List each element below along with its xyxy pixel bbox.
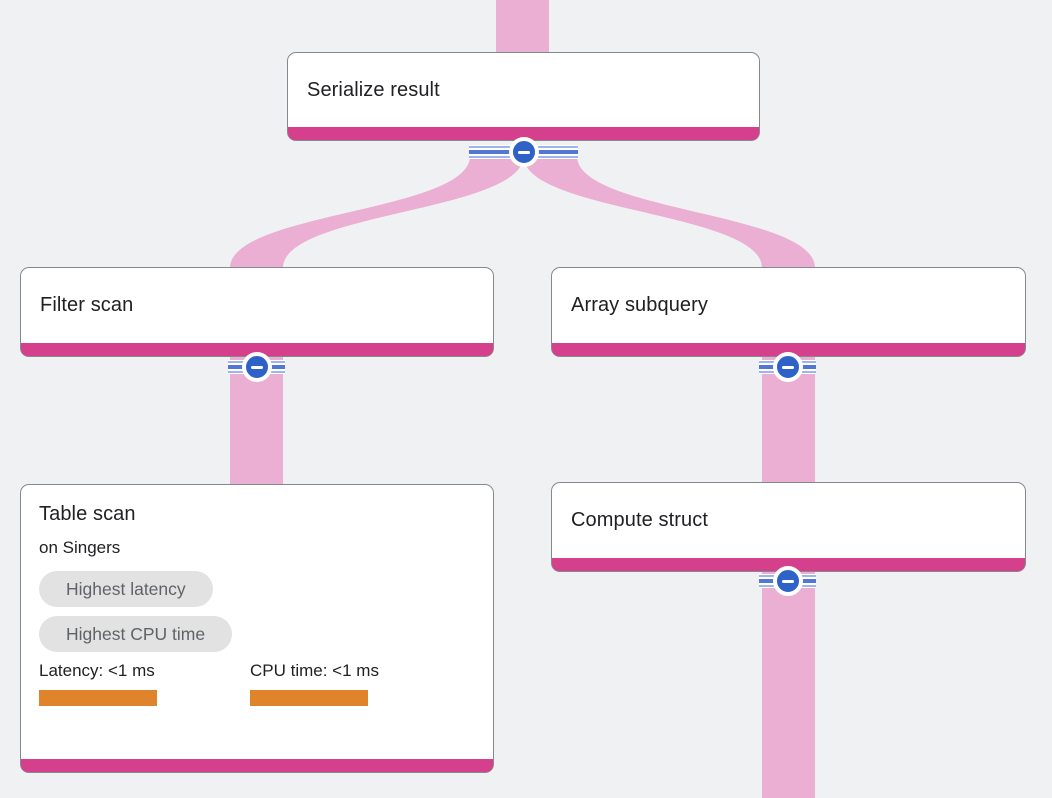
node-accent-bar bbox=[552, 558, 1025, 571]
minus-icon bbox=[250, 365, 263, 369]
node-serialize-result[interactable]: Serialize result bbox=[287, 52, 760, 141]
node-title: Table scan bbox=[39, 503, 136, 525]
collapse-button-serialize[interactable] bbox=[508, 137, 539, 167]
node-array-subquery[interactable]: Array subquery bbox=[551, 267, 1026, 357]
node-title: Filter scan bbox=[40, 294, 134, 316]
collapse-handle-serialize bbox=[469, 137, 578, 167]
collapse-button-compute[interactable] bbox=[772, 566, 803, 596]
edge-compute-outgoing bbox=[762, 572, 815, 798]
collapse-handle-array bbox=[759, 352, 816, 382]
latency-metric-bar bbox=[39, 690, 157, 706]
node-accent-bar bbox=[288, 127, 759, 140]
collapse-button-filter[interactable] bbox=[241, 352, 272, 382]
node-accent-bar bbox=[21, 343, 493, 356]
node-accent-bar bbox=[21, 759, 493, 772]
minus-icon bbox=[517, 150, 530, 154]
minus-icon bbox=[781, 365, 794, 369]
node-subtitle: on Singers bbox=[39, 538, 121, 557]
cpu-time-metric-bar bbox=[250, 690, 368, 706]
cpu-time-metric-label: CPU time: <1 ms bbox=[250, 661, 379, 680]
badge-highest-cpu-time: Highest CPU time bbox=[39, 616, 233, 652]
edge-incoming-top bbox=[496, 0, 549, 53]
latency-metric-label: Latency: <1 ms bbox=[39, 661, 155, 680]
collapse-button-array[interactable] bbox=[772, 352, 803, 382]
collapse-handle-compute bbox=[759, 566, 816, 596]
node-accent-bar bbox=[552, 343, 1025, 356]
node-title: Compute struct bbox=[571, 509, 709, 531]
edge-serialize-to-array bbox=[523, 156, 815, 268]
collapse-handle-filter bbox=[228, 352, 285, 382]
minus-icon bbox=[781, 579, 794, 583]
edge-serialize-to-filter bbox=[230, 156, 524, 268]
node-table-scan[interactable]: Table scan on Singers Highest latency Hi… bbox=[20, 484, 494, 773]
node-filter-scan[interactable]: Filter scan bbox=[20, 267, 494, 357]
node-compute-struct[interactable]: Compute struct bbox=[551, 482, 1026, 572]
node-title: Array subquery bbox=[571, 294, 709, 316]
badge-highest-latency: Highest latency bbox=[39, 571, 213, 607]
node-title: Serialize result bbox=[307, 78, 440, 101]
